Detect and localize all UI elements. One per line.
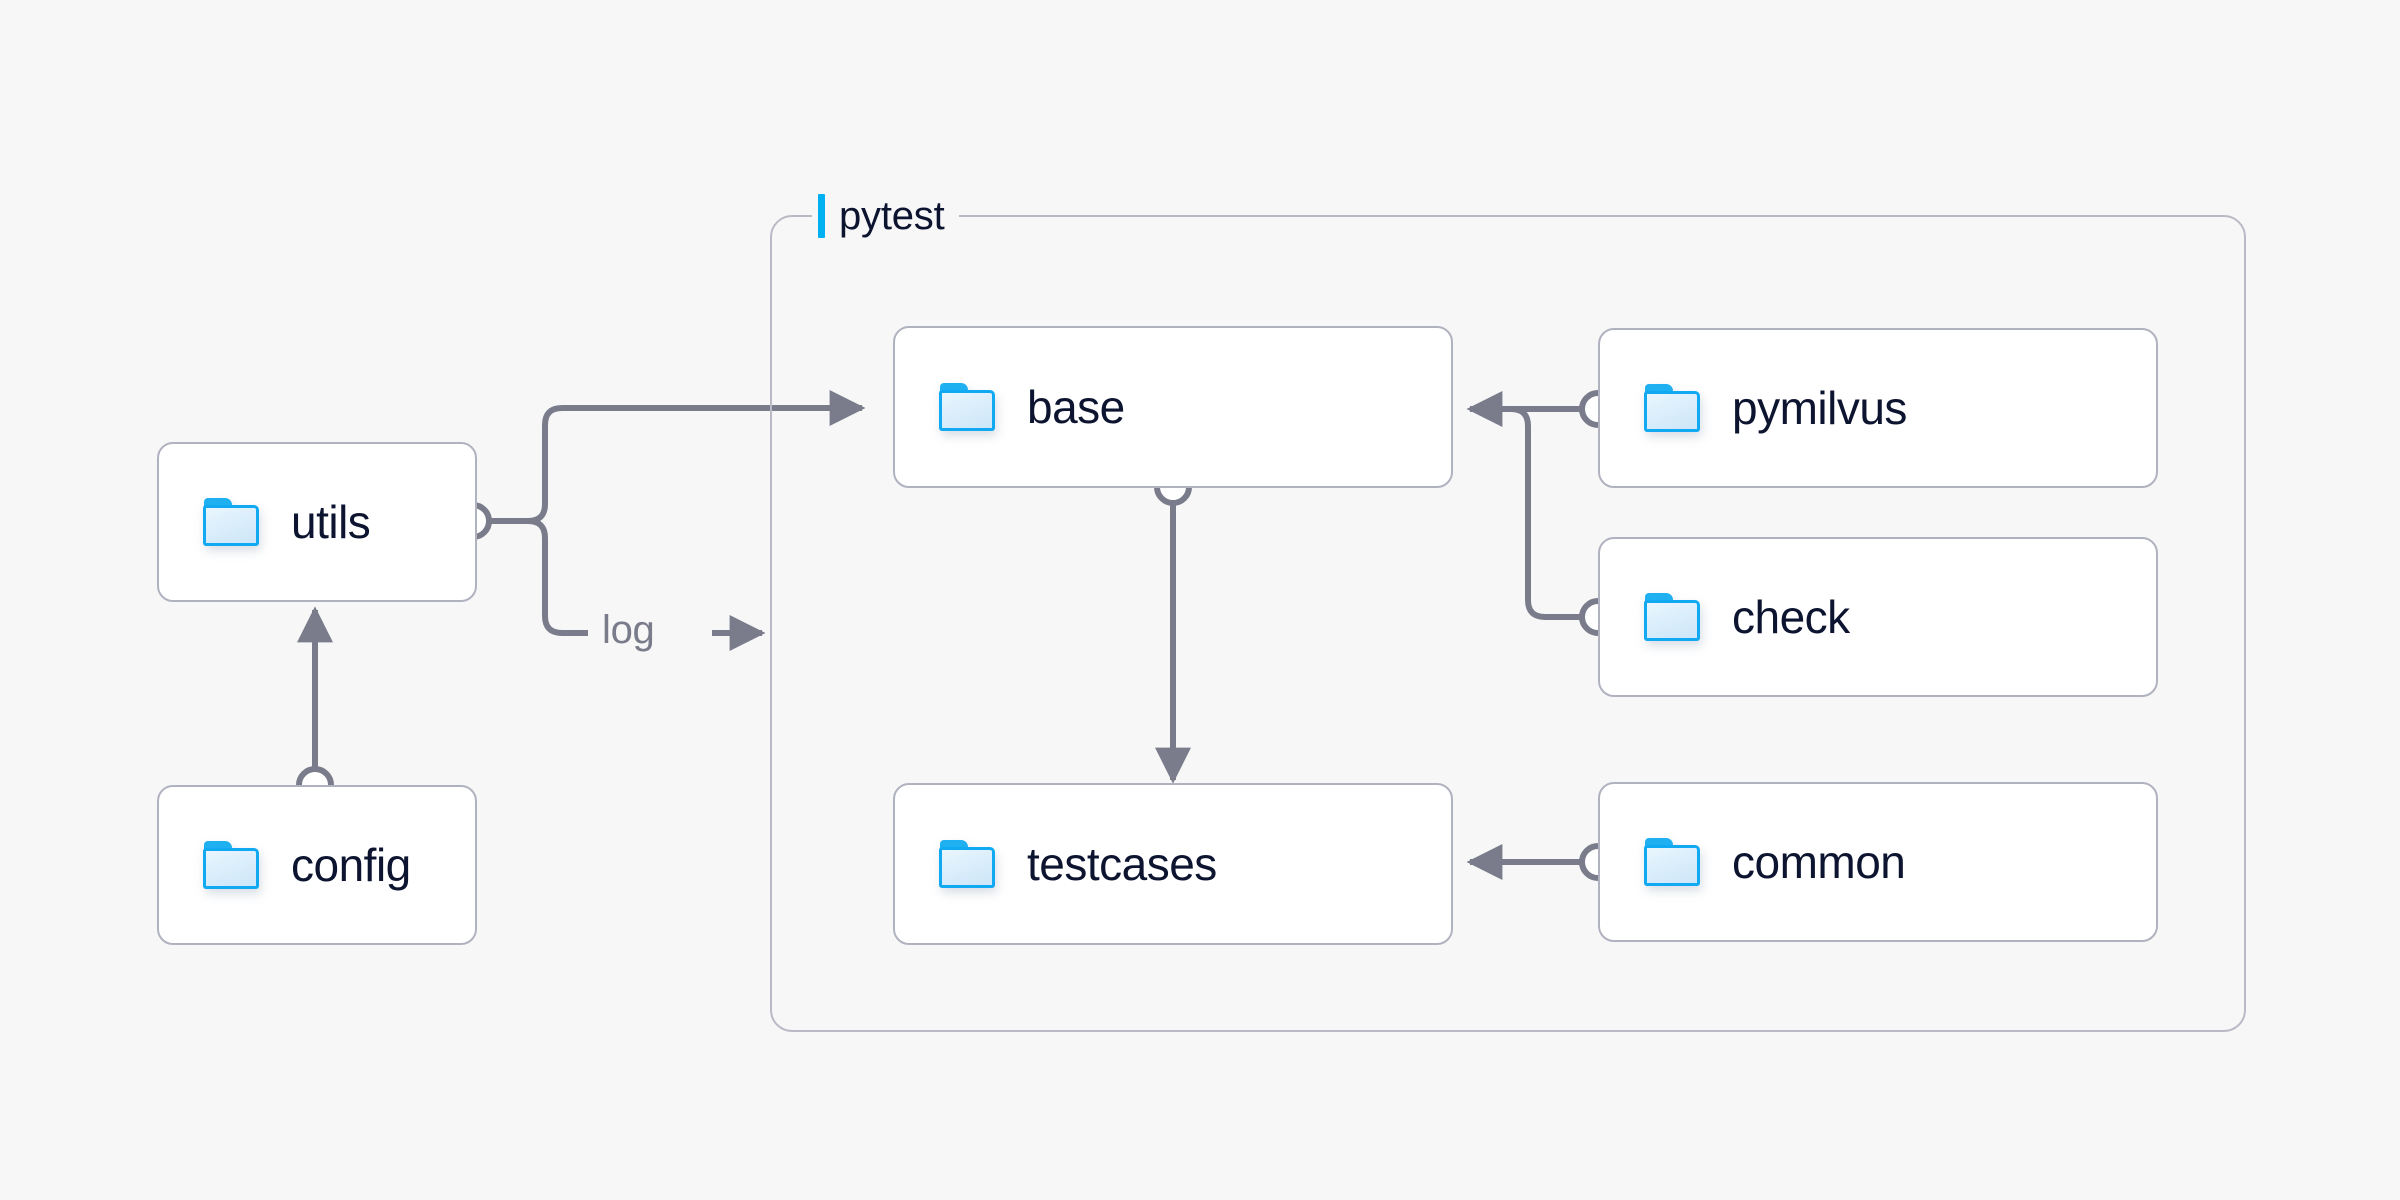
node-check-label: check xyxy=(1732,591,1850,643)
node-check[interactable]: check xyxy=(1598,537,2158,697)
folder-icon xyxy=(1644,384,1702,432)
folder-icon xyxy=(939,383,997,431)
folder-icon xyxy=(939,840,997,888)
node-config[interactable]: config xyxy=(157,785,477,945)
folder-icon xyxy=(1644,593,1702,641)
node-pymilvus[interactable]: pymilvus xyxy=(1598,328,2158,488)
node-utils[interactable]: utils xyxy=(157,442,477,602)
node-testcases-label: testcases xyxy=(1027,838,1217,890)
node-config-label: config xyxy=(291,839,411,891)
node-base-label: base xyxy=(1027,381,1125,433)
edge-config-to-utils xyxy=(296,606,334,804)
folder-icon xyxy=(1644,838,1702,886)
edge-label-log: log xyxy=(602,608,655,652)
node-common-label: common xyxy=(1732,836,1906,888)
group-pytest[interactable] xyxy=(770,215,2246,1032)
folder-icon xyxy=(203,498,261,546)
node-base[interactable]: base xyxy=(893,326,1453,488)
group-title: pytest xyxy=(839,193,945,238)
node-testcases[interactable]: testcases xyxy=(893,783,1453,945)
folder-icon xyxy=(203,841,261,889)
accent-bar-icon xyxy=(818,194,825,238)
node-common[interactable]: common xyxy=(1598,782,2158,942)
node-utils-label: utils xyxy=(291,496,371,548)
group-pytest-label: pytest xyxy=(812,190,959,242)
node-pymilvus-label: pymilvus xyxy=(1732,382,1907,434)
